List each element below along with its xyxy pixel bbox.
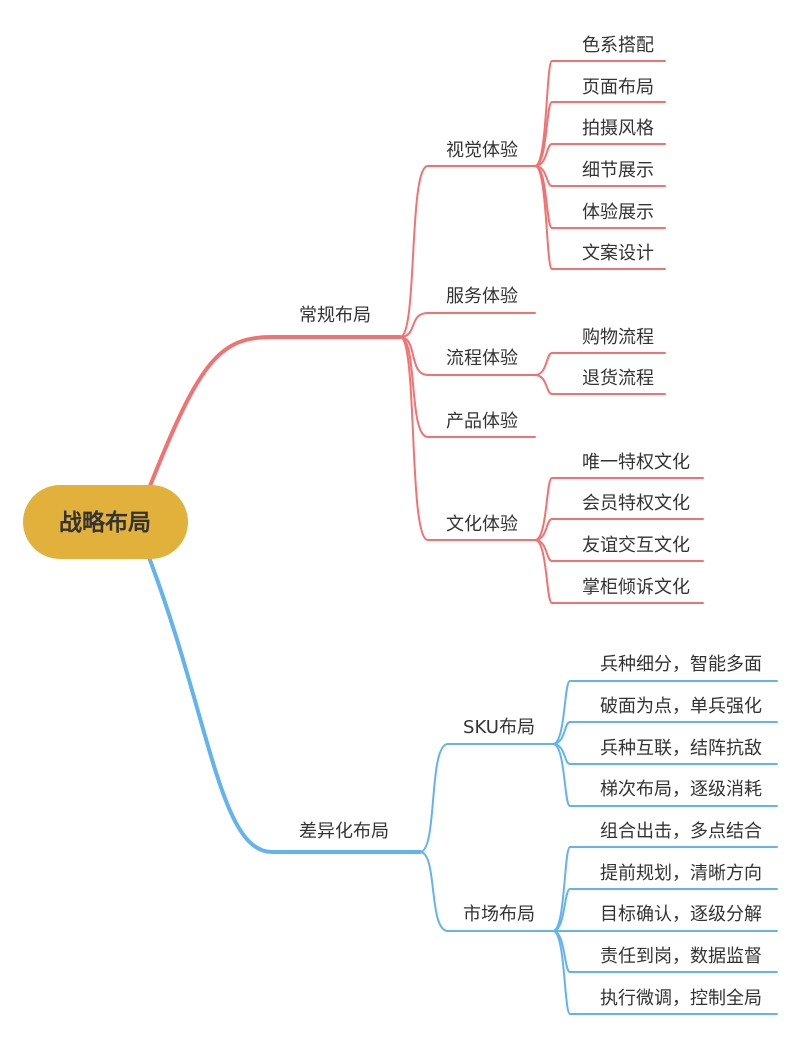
leaf-yemian[interactable]: 页面布局 <box>582 77 654 98</box>
topic-wenhua[interactable]: 文化体验 <box>446 514 518 535</box>
topic-shichang[interactable]: 市场布局 <box>463 904 535 925</box>
edge-chayihua-to-topic <box>419 851 554 932</box>
leaf-sku-3[interactable]: 兵种互联，结阵抗敌 <box>600 738 762 759</box>
leaf-xijie[interactable]: 细节展示 <box>582 160 654 181</box>
leaf-tuihuo[interactable]: 退货流程 <box>582 368 654 389</box>
edge-changgui-to-topic <box>399 336 536 438</box>
leaf-paishe[interactable]: 拍摄风格 <box>582 118 654 139</box>
leaf-gouwu[interactable]: 购物流程 <box>582 327 654 348</box>
topic-fuwu[interactable]: 服务体验 <box>446 286 518 307</box>
leaf-wenan[interactable]: 文案设计 <box>582 243 654 264</box>
leaf-tiyan[interactable]: 体验展示 <box>582 202 654 223</box>
edge-changgui-to-topic <box>399 336 536 541</box>
leaf-huiyuan[interactable]: 会员特权文化 <box>582 493 690 514</box>
leaf-market-3[interactable]: 目标确认，逐级分解 <box>600 904 762 925</box>
leaf-sexi[interactable]: 色系搭配 <box>582 35 654 56</box>
topic-shijue[interactable]: 视觉体验 <box>446 140 518 161</box>
topic-liucheng[interactable]: 流程体验 <box>446 348 518 369</box>
edge-root-to-changgui <box>148 335 402 488</box>
leaf-market-1[interactable]: 组合出击，多点结合 <box>600 821 762 842</box>
edge-shijue-to-leaf <box>534 165 666 270</box>
leaf-market-2[interactable]: 提前规划，清晰方向 <box>600 863 762 884</box>
edge-shichang-to-leaf <box>552 846 778 932</box>
root-node-shape <box>23 485 188 559</box>
edge-wenhua-to-leaf <box>534 518 704 541</box>
edge-liucheng-to-leaf <box>534 374 666 395</box>
topic-chanpin[interactable]: 产品体验 <box>446 411 518 432</box>
topic-sku[interactable]: SKU布局 <box>463 717 535 738</box>
leaf-zhanggui[interactable]: 掌柜倾诉文化 <box>582 577 690 598</box>
edge-wenhua-to-leaf <box>534 539 704 604</box>
edge-root-to-chayihua <box>148 558 422 854</box>
leaf-market-5[interactable]: 执行微调，控制全局 <box>600 988 762 1009</box>
edge-sku-to-leaf <box>552 680 778 745</box>
leaf-sku-4[interactable]: 梯次布局，逐级消耗 <box>600 779 762 800</box>
edge-wenhua-to-leaf <box>534 477 704 541</box>
edge-changgui-to-topic <box>399 336 536 376</box>
edge-sku-to-leaf <box>552 721 778 745</box>
branch-node-changgui[interactable]: 常规布局 <box>299 305 371 326</box>
edge-chayihua-to-topic <box>419 743 554 853</box>
leaf-weiyi[interactable]: 唯一特权文化 <box>582 452 690 473</box>
root-node-label: 战略布局 <box>59 509 151 536</box>
edge-shichang-to-leaf <box>552 930 778 1015</box>
branch-label: 常规布局 <box>299 305 371 326</box>
edge-changgui-to-topic <box>399 165 536 338</box>
root-node[interactable]: 战略布局 <box>23 485 188 559</box>
connector-lines <box>148 60 778 1015</box>
edge-liucheng-to-leaf <box>534 352 666 376</box>
leaf-market-4[interactable]: 责任到岗，数据监督 <box>600 946 762 967</box>
branch-node-chayihua[interactable]: 差异化布局 <box>299 821 389 842</box>
edge-shijue-to-leaf <box>534 60 666 167</box>
leaf-youyi[interactable]: 友谊交互文化 <box>582 535 690 556</box>
leaf-sku-1[interactable]: 兵种细分，智能多面 <box>600 654 762 675</box>
branch-label: 差异化布局 <box>299 821 389 842</box>
edge-sku-to-leaf <box>552 743 778 807</box>
edge-shijue-to-leaf <box>534 101 666 167</box>
leaf-sku-2[interactable]: 破面为点，单兵强化 <box>600 696 762 717</box>
edge-changgui-to-topic <box>399 312 536 338</box>
edge-shichang-to-leaf <box>552 888 778 932</box>
edge-shijue-to-leaf <box>534 143 666 167</box>
